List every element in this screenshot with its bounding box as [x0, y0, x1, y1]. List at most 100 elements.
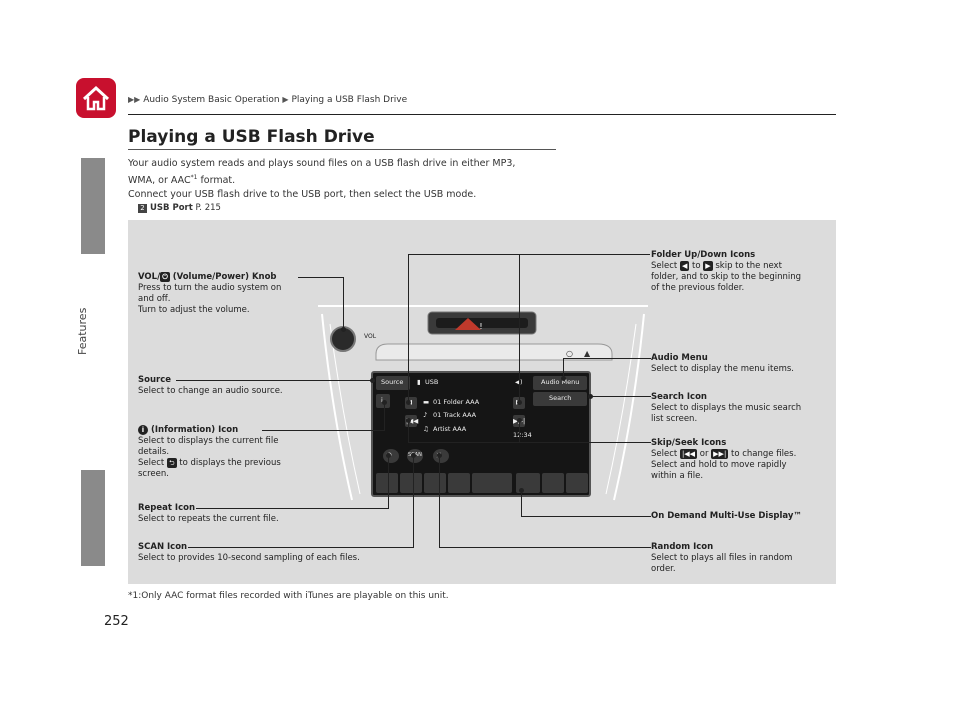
artist-icon: ♫	[423, 425, 429, 433]
intro-line: Your audio system reads and plays sound …	[128, 158, 516, 169]
callout-info: i (Information) Icon Select to displays …	[138, 425, 281, 479]
leader-line	[563, 358, 564, 378]
leader-line	[590, 396, 651, 397]
speaker-icon: ◀)	[515, 378, 523, 386]
leader-dot	[386, 453, 391, 458]
leader-line	[408, 254, 650, 255]
leader-line	[408, 442, 651, 443]
source-button[interactable]	[376, 376, 410, 390]
svg-text:○: ○	[566, 349, 573, 358]
callout-random: Random Icon Select to plays all files in…	[651, 542, 793, 574]
breadcrumb-item[interactable]: Playing a USB Flash Drive	[291, 95, 408, 105]
leader-dot	[561, 376, 566, 381]
skip-back-icon: |◀◀	[406, 417, 419, 425]
leader-line	[408, 254, 409, 402]
ondemand-button[interactable]	[472, 473, 512, 493]
leader-line	[439, 547, 651, 548]
reference-arrow-icon: 2	[138, 204, 147, 213]
sidebar-tab[interactable]	[81, 470, 105, 566]
leader-dot	[411, 453, 416, 458]
leader-dot	[517, 400, 522, 405]
note-icon: ♪	[423, 411, 428, 419]
divider	[128, 149, 556, 150]
left-arrow-icon: ◀	[679, 261, 690, 271]
callout-repeat: Repeat Icon Select to repeats the curren…	[138, 503, 279, 524]
callout-ondemand: On Demand Multi-Use Display™	[651, 511, 802, 521]
folder-icon: ▬	[423, 398, 430, 406]
leader-line	[388, 455, 389, 509]
intro-line: Connect your USB flash drive to the USB …	[128, 189, 477, 201]
leader-line	[298, 277, 344, 278]
artist-name: Artist AAA	[433, 425, 467, 433]
breadcrumb: ▶▶ Audio System Basic Operation ▶ Playin…	[128, 95, 407, 105]
repeat-button[interactable]	[383, 449, 399, 463]
double-arrow-icon: ▶▶	[128, 95, 141, 104]
dashboard-illustration: ! ○ ▲ VOL	[318, 305, 648, 501]
leader-dot	[406, 418, 411, 423]
leader-line	[262, 430, 385, 431]
leader-line	[413, 455, 414, 548]
leader-dot	[406, 400, 411, 405]
intro-line: WMA, or AAC*1 format.	[128, 174, 236, 187]
leader-line	[439, 455, 440, 548]
callout-folder: Folder Up/Down Icons Select ◀ to ▶ skip …	[651, 250, 802, 293]
callout-vol-knob: VOL/⏻ (Volume/Power) Knob Press to turn …	[138, 272, 282, 315]
callout-skip-seek: Skip/Seek Icons Select |◀◀ or ▶▶| to cha…	[651, 438, 797, 481]
page-title: Playing a USB Flash Drive	[128, 127, 375, 147]
home-icon[interactable]	[76, 78, 116, 118]
leader-line	[563, 358, 651, 359]
leader-dot	[437, 453, 442, 458]
leader-dot	[517, 418, 522, 423]
right-arrow-icon: ▶	[703, 261, 713, 271]
leader-dot	[370, 378, 375, 383]
leader-line	[176, 380, 372, 381]
recirculation-button[interactable]	[542, 473, 564, 493]
svg-text:▲: ▲	[584, 349, 591, 358]
leader-dot	[341, 327, 346, 332]
seat-heater-button[interactable]	[566, 473, 588, 493]
leader-line	[519, 254, 520, 402]
usb-icon: ▮	[417, 378, 421, 386]
leader-line	[519, 420, 520, 442]
breadcrumb-item[interactable]: Audio System Basic Operation	[143, 95, 280, 105]
back-icon: ⮌	[166, 458, 177, 468]
sidebar-section-label: Features	[76, 307, 89, 355]
leader-line	[408, 420, 409, 442]
leader-dot	[519, 488, 524, 493]
info-icon: i	[381, 396, 383, 404]
power-icon: ⏻	[160, 272, 170, 282]
fan-button[interactable]	[424, 473, 446, 493]
divider	[128, 114, 836, 115]
leader-line	[196, 508, 389, 509]
arrow-icon: ▶	[282, 95, 289, 104]
footnote: *1:Only AAC format files recorded with i…	[128, 591, 449, 601]
seat-heater-button[interactable]	[400, 473, 422, 493]
leader-line	[188, 547, 414, 548]
leader-dot	[382, 400, 387, 405]
sidebar-tab[interactable]	[81, 158, 105, 254]
info-icon: i	[138, 425, 148, 435]
svg-text:VOL: VOL	[364, 333, 377, 340]
callout-scan: SCAN Icon Select to provides 10-second s…	[138, 542, 360, 563]
time-display: 12:34	[513, 431, 532, 439]
skip-back-icon: |◀◀	[679, 449, 698, 459]
ondemand-button[interactable]	[376, 473, 398, 493]
footnote-marker: *1	[190, 174, 198, 181]
track-name: 01 Track AAA	[433, 411, 477, 419]
leader-line	[343, 277, 344, 329]
search-button[interactable]	[533, 392, 587, 406]
audio-screen: Source ▮ USB ◀) Audio Menu Search i ◀ ▬ …	[371, 371, 591, 497]
ondemand-button[interactable]	[448, 473, 470, 493]
leader-line	[384, 402, 385, 431]
mode-label: USB	[425, 378, 439, 386]
intro-text: Your audio system reads and plays sound …	[128, 157, 568, 202]
callout-search: Search Icon Select to displays the music…	[651, 392, 802, 424]
leader-line	[521, 516, 651, 517]
page-number: 252	[104, 614, 129, 629]
audio-menu-button[interactable]	[533, 376, 587, 390]
source-label: Source	[381, 378, 404, 386]
leader-dot	[588, 394, 593, 399]
skip-forward-icon: ▶▶|	[711, 449, 729, 459]
folder-name: 01 Folder AAA	[433, 398, 480, 406]
